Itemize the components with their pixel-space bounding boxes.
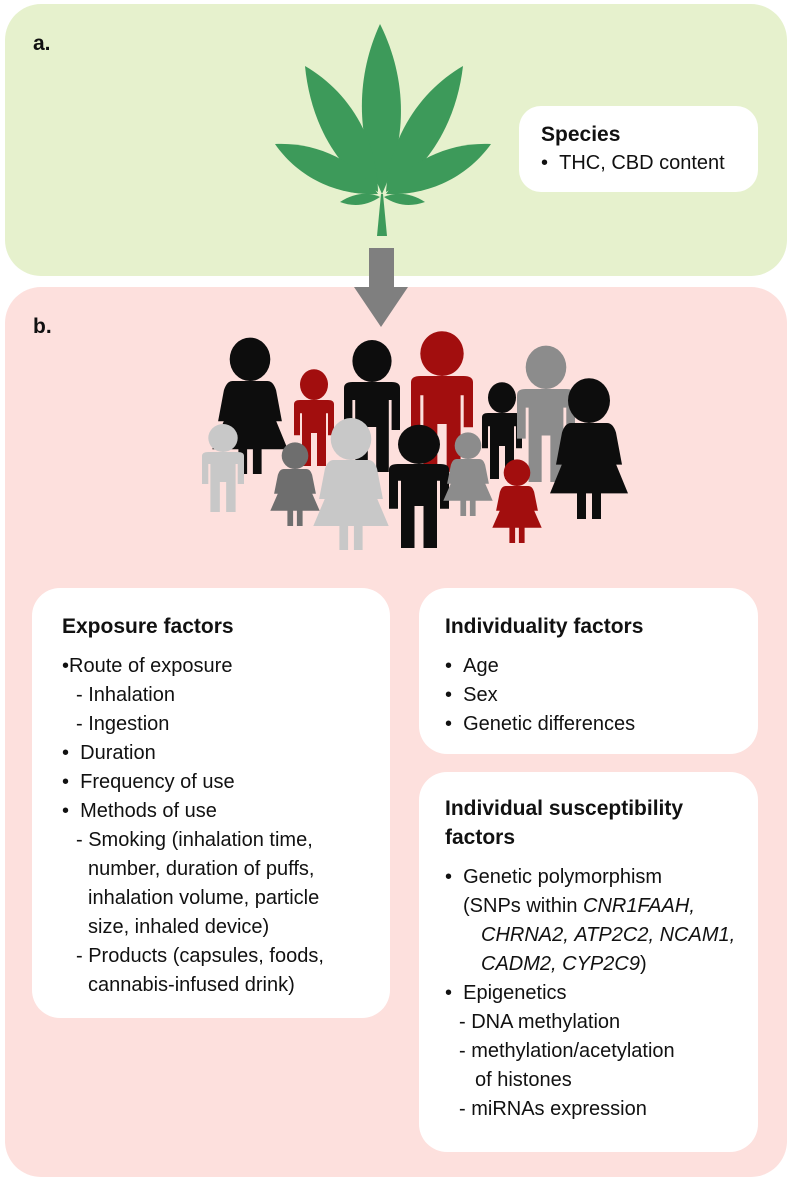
exposure-smoking-cont3: size, inhaled device)	[88, 916, 270, 938]
susceptibility-title-1: Individual susceptibility	[445, 797, 684, 820]
individuality-title: Individuality factors	[445, 615, 644, 638]
species-item: THC, CBD content	[541, 149, 758, 178]
individuality-sex: Sex	[445, 681, 758, 710]
panel-b-label: b.	[33, 315, 52, 338]
exposure-frequency: Frequency of use	[62, 768, 390, 797]
exposure-smoking-cont1: number, duration of puffs,	[88, 858, 315, 880]
susceptibility-title-2: factors	[445, 826, 516, 849]
susceptibility-polymorphism: Genetic polymorphism	[445, 863, 758, 892]
epi-mirnas: - miRNAs expression	[459, 1098, 647, 1120]
gene-cadm2: CADM2,	[481, 953, 557, 975]
down-arrow-icon	[354, 248, 408, 327]
panel-a-species: a. Species THC, CBD content	[5, 4, 787, 276]
individuality-factors-card: Individuality factors Age Sex Genetic di…	[419, 588, 758, 754]
epi-dna-methylation: - DNA methylation	[459, 1011, 621, 1033]
gene-cnr1: CNR1	[583, 895, 638, 917]
exposure-factors-card: Exposure factors •Route of exposure - In…	[32, 588, 390, 1018]
gene-faah: FAAH,	[637, 895, 695, 917]
exposure-duration: Duration	[62, 739, 390, 768]
susceptibility-snps-line3: CADM2, CYP2C9)	[481, 953, 647, 975]
exposure-smoking: - Smoking (inhalation time,	[76, 829, 313, 851]
panel-a-label: a.	[33, 32, 51, 55]
epi-methylation-acetylation: - methylation/acetylation	[459, 1040, 675, 1062]
exposure-methods: Methods of use	[62, 797, 390, 826]
exposure-route: •Route of exposure	[62, 655, 233, 677]
gene-cyp2c9: CYP2C9	[562, 953, 640, 975]
exposure-ingestion: - Ingestion	[76, 713, 170, 735]
species-title: Species	[541, 123, 621, 146]
exposure-title: Exposure factors	[62, 615, 234, 638]
gene-ncam1: NCAM1,	[659, 924, 736, 946]
individuality-age: Age	[445, 652, 758, 681]
individuality-genetic: Genetic differences	[445, 710, 758, 739]
exposure-products: - Products (capsules, foods,	[76, 945, 324, 967]
exposure-inhalation: - Inhalation	[76, 684, 175, 706]
species-card: Species THC, CBD content	[519, 106, 758, 192]
population-crowd-icon	[202, 331, 628, 550]
gene-chrna2: CHRNA2,	[481, 924, 569, 946]
gene-atp2c2: ATP2C2,	[574, 924, 655, 946]
susceptibility-factors-card: Individual susceptibility factors Geneti…	[419, 772, 758, 1152]
susceptibility-snps-line2: CHRNA2, ATP2C2, NCAM1,	[445, 921, 758, 950]
susceptibility-snps-line1: (SNPs within CNR1FAAH,	[463, 895, 695, 917]
susceptibility-epigenetics: Epigenetics	[445, 979, 758, 1008]
exposure-products-cont: cannabis-infused drink)	[88, 974, 295, 996]
exposure-smoking-cont2: inhalation volume, particle	[88, 887, 320, 909]
epi-histones: of histones	[475, 1069, 572, 1091]
cannabis-leaf-icon	[275, 24, 491, 236]
